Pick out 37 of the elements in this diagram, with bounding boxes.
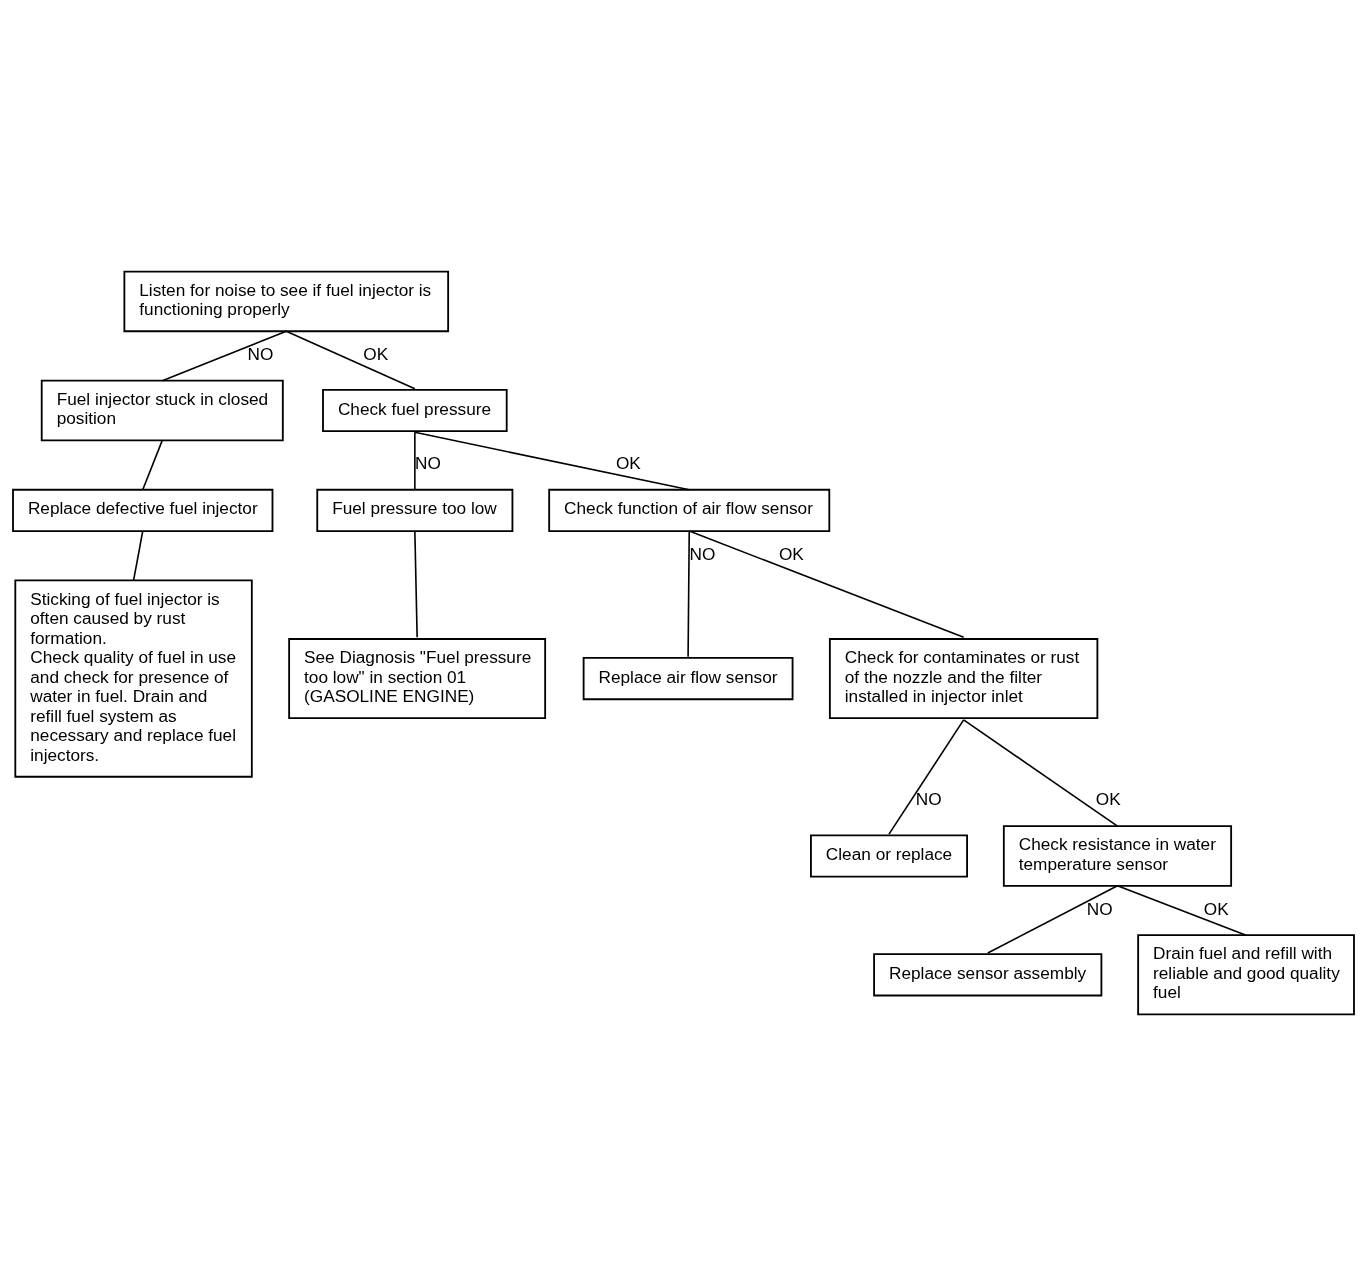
edge-label: OK (363, 344, 389, 364)
edge-label: OK (615, 453, 641, 474)
node-box: Clean or replace (810, 834, 968, 878)
edge-label: NO (689, 543, 716, 564)
edge-label: OK (778, 543, 804, 564)
connector (986, 885, 1119, 954)
connector (161, 330, 288, 382)
edge-label: OK (1203, 898, 1229, 919)
node-box: Sticking of fuel injector is often caused by rust formation. Check quality of fuel in use and check for presence of water in fuel. Drain and refill fuel system as necessary and replace fuel injectors. (14, 579, 253, 778)
connector (414, 431, 691, 491)
edge-label: NO (247, 344, 274, 364)
node-box: Check fuel pressure (322, 388, 508, 433)
node-box: Check resistance in water temperature sensor (1002, 825, 1233, 887)
edge-label: NO (415, 453, 441, 474)
connector (285, 330, 416, 390)
node-box: Replace sensor assembly (873, 953, 1103, 997)
edge-label: NO (915, 789, 942, 810)
connector (688, 530, 965, 639)
node-box: Listen for noise to see if fuel injector is functioning properly (123, 270, 450, 333)
node-box: Fuel pressure too low (316, 488, 514, 532)
connector (687, 530, 691, 658)
node-box: Replace air flow sensor (582, 657, 794, 701)
connector (1116, 885, 1247, 936)
connector (414, 431, 416, 491)
node-box: Replace defective fuel injector (12, 488, 274, 532)
connector (888, 719, 965, 835)
node-box: Drain fuel and refill with reliable and good quality fuel (1137, 934, 1355, 1016)
node-box: Check function of air flow sensor (548, 488, 831, 532)
edge-label: OK (1095, 789, 1121, 810)
node-box: Check for contaminates or rust of the nozzle and the filter installed in injector inlet (828, 638, 1099, 720)
connector (141, 439, 164, 491)
connector (962, 719, 1119, 827)
node-box: Fuel injector stuck in closed position (40, 379, 284, 442)
edge-label: NO (1086, 898, 1113, 919)
connector (414, 530, 418, 639)
connector (132, 530, 144, 582)
node-box: See Diagnosis "Fuel pressure too low" in section 01 (GASOLINE ENGINE) (288, 638, 547, 720)
